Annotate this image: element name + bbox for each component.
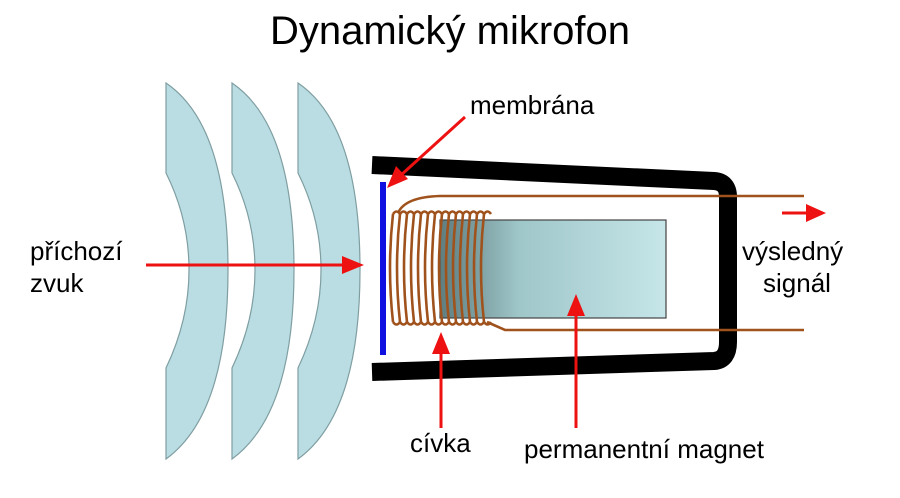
coil-turn <box>423 213 430 323</box>
coil-turn-bottom <box>433 321 444 326</box>
coil-lead-top <box>396 194 804 214</box>
coil-turn-bottom <box>440 321 451 326</box>
magnet-label: permanentní magnet <box>524 434 764 464</box>
microphone-housing <box>371 156 737 381</box>
sound-wave-1 <box>165 81 229 461</box>
incoming-sound-arrow <box>146 256 364 274</box>
magnet-arrow <box>567 294 585 428</box>
coil-turn-top <box>482 210 493 215</box>
coil-turn-bottom <box>405 321 416 326</box>
coil-lead-bottom <box>486 320 804 332</box>
sound-wave-3 <box>297 81 361 461</box>
coil-turn-bottom <box>468 321 479 326</box>
coil-turn-top <box>419 210 430 215</box>
coil-turn-top <box>447 210 458 215</box>
sound-waves <box>165 81 361 461</box>
coil-turn-top <box>468 210 479 215</box>
coil-turn <box>437 213 444 323</box>
incoming-sound-label-line1: příchozí <box>30 236 123 266</box>
coil-turn <box>479 213 486 323</box>
output-signal-label-line2: signál <box>763 268 831 298</box>
coil-turn-top <box>412 210 423 215</box>
coil-turn-top <box>405 210 416 215</box>
coil-turn <box>416 213 423 323</box>
coil-label: cívka <box>410 428 471 458</box>
coil-turn <box>402 213 409 323</box>
coil-turn <box>430 213 437 323</box>
diagram-title: Dynamický mikrofon <box>269 9 631 53</box>
coil-turn <box>451 213 458 323</box>
coil-turn-top <box>398 210 409 215</box>
coil-turn-top <box>475 210 486 215</box>
coil-turn <box>395 213 402 323</box>
coil-arrow <box>432 332 450 428</box>
coil-turn-bottom <box>426 321 437 326</box>
coil-turn <box>409 213 416 323</box>
membrane-label: membrána <box>470 90 595 120</box>
coil-turn-bottom <box>447 321 458 326</box>
permanent-magnet <box>439 219 667 319</box>
coil-turn-top <box>440 210 451 215</box>
coil-turn <box>472 213 479 323</box>
sound-wave-2 <box>231 81 295 461</box>
coil-turn-bottom <box>398 321 409 326</box>
membrane-arrow <box>387 115 467 188</box>
coil-turn-top <box>454 210 465 215</box>
output-signal-label-line1: výsledný <box>742 236 844 266</box>
coil-turn-bottom <box>391 321 402 326</box>
coil-turn <box>458 213 465 323</box>
coil-turn-top <box>461 210 472 215</box>
coil-turn-bottom <box>461 321 472 326</box>
coil-turn <box>465 213 472 323</box>
incoming-sound-label-line2: zvuk <box>30 268 84 298</box>
coil-turn-bottom <box>412 321 423 326</box>
coil-turn-top <box>426 210 437 215</box>
voice-coil <box>388 210 493 326</box>
coil-turn-bottom <box>454 321 465 326</box>
coil-turn <box>444 213 451 323</box>
coil-turn-bottom <box>419 321 430 326</box>
coil-turn-bottom <box>475 321 486 326</box>
arrows <box>146 115 826 428</box>
coil-turn <box>388 213 395 323</box>
membrane <box>380 182 386 355</box>
output-signal-arrow <box>782 204 826 222</box>
coil-turn-top <box>433 210 444 215</box>
